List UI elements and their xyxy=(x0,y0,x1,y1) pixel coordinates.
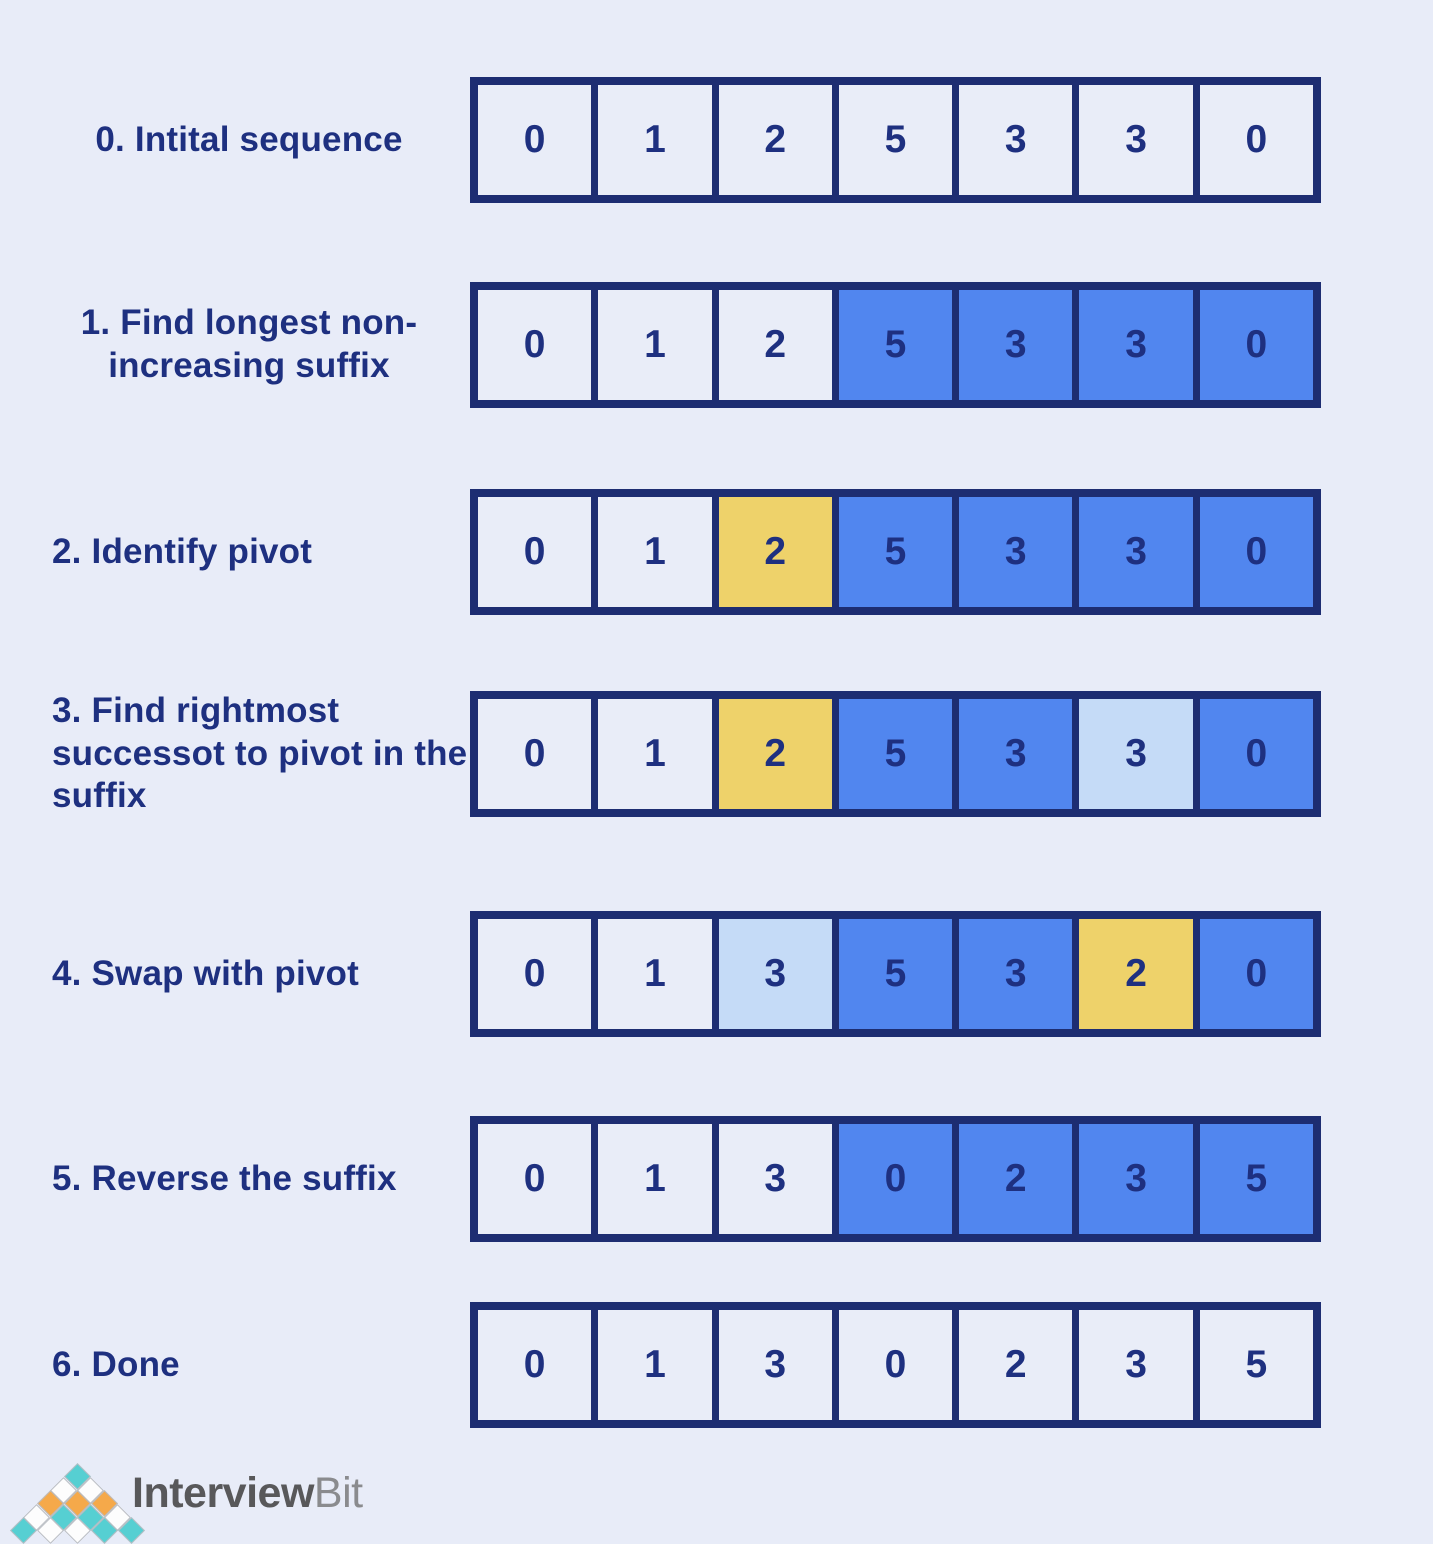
array-cell: 3 xyxy=(1079,497,1193,607)
array-cell: 2 xyxy=(718,85,832,195)
array-cell: 5 xyxy=(838,85,953,195)
logo-word-interview: Interview xyxy=(132,1468,314,1517)
array-cell: 2 xyxy=(718,497,832,607)
array-cell: 2 xyxy=(1079,919,1193,1029)
array-cell: 5 xyxy=(838,919,953,1029)
array-cell: 0 xyxy=(838,1124,953,1234)
array-cell: 1 xyxy=(598,1124,712,1234)
array-cell: 0 xyxy=(1199,699,1313,809)
step-label-0: 0. Intital sequence xyxy=(95,119,403,159)
interviewbit-logo-mark-icon xyxy=(9,1463,145,1544)
array-cell: 0 xyxy=(478,497,592,607)
array-cell: 3 xyxy=(1079,85,1193,195)
array-cell: 0 xyxy=(1199,919,1313,1029)
array-cell: 3 xyxy=(1079,290,1193,400)
array-cell: 3 xyxy=(959,85,1073,195)
array-cell: 1 xyxy=(598,919,712,1029)
array-cell: 3 xyxy=(718,919,832,1029)
array-cell: 0 xyxy=(478,1124,592,1234)
array-cell: 5 xyxy=(838,290,953,400)
step-label-3: 3. Find rightmost successot to pivot in … xyxy=(52,690,468,816)
step-label-4: 4. Swap with pivot xyxy=(52,953,359,993)
array-cell: 0 xyxy=(1199,497,1313,607)
array-cell: 3 xyxy=(1079,1124,1193,1234)
array-cell: 1 xyxy=(598,85,712,195)
array-cell: 0 xyxy=(478,919,592,1029)
array-cell: 3 xyxy=(959,497,1073,607)
array-cell: 3 xyxy=(718,1310,832,1420)
array-cell: 5 xyxy=(1199,1124,1313,1234)
array-cell: 3 xyxy=(1079,699,1193,809)
array-cell: 0 xyxy=(478,85,592,195)
array-cell: 2 xyxy=(959,1310,1073,1420)
interviewbit-logo: InterviewBit xyxy=(9,1460,363,1544)
array-cell: 2 xyxy=(959,1124,1073,1234)
step-row: 3. Find rightmost successot to pivot in … xyxy=(0,691,1433,817)
array-cell: 3 xyxy=(959,699,1073,809)
array-cell: 2 xyxy=(718,699,832,809)
array-cell: 5 xyxy=(1199,1310,1313,1420)
array-cell: 1 xyxy=(598,1310,712,1420)
step-label-1: 1. Find longest non-increasing suffix xyxy=(80,303,418,385)
interviewbit-logo-text: InterviewBit xyxy=(132,1468,363,1517)
array-cell: 0 xyxy=(1199,290,1313,400)
array-cell: 2 xyxy=(718,290,832,400)
array-cell: 0 xyxy=(1199,85,1313,195)
step-label-2: 2. Identify pivot xyxy=(52,531,313,571)
logo-word-bit: Bit xyxy=(313,1468,363,1517)
array-cell: 5 xyxy=(838,497,953,607)
array-cell: 3 xyxy=(1079,1310,1193,1420)
array-cell: 0 xyxy=(478,699,592,809)
array-cell: 1 xyxy=(598,699,712,809)
step-label-5: 5. Reverse the suffix xyxy=(52,1158,397,1198)
array-cell: 3 xyxy=(959,290,1073,400)
array-cell: 0 xyxy=(478,290,592,400)
array-cell: 0 xyxy=(478,1310,592,1420)
array-cell: 3 xyxy=(959,919,1073,1029)
array-cell: 1 xyxy=(598,290,712,400)
array-cell: 3 xyxy=(718,1124,832,1234)
array-cell: 5 xyxy=(838,699,953,809)
array-cell: 1 xyxy=(598,497,712,607)
step-label-6: 6. Done xyxy=(52,1344,180,1384)
array-cell: 0 xyxy=(838,1310,953,1420)
